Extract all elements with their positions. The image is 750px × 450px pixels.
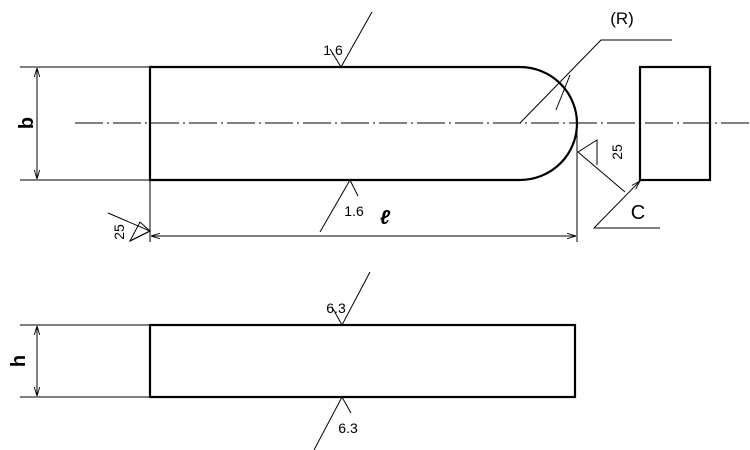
dim-label-l: ℓ	[380, 207, 391, 229]
radius-label: (R)	[610, 9, 634, 28]
roughness-side-bottom-value: 6.3	[338, 420, 358, 436]
side-view: h 6.3 6.3	[8, 271, 577, 450]
chamfer-label: C	[631, 202, 645, 224]
end-view: C	[592, 65, 712, 229]
roughness-symbol-right-end	[577, 139, 598, 165]
roughness-symbol-side-bottom	[313, 395, 352, 450]
chamfer-leader	[592, 181, 660, 229]
roughness-symbol-top	[329, 11, 373, 68]
dim-label-b: b	[16, 117, 38, 129]
key-outline-side	[148, 323, 577, 399]
dim-label-h: h	[8, 355, 30, 367]
roughness-right-value: 25	[609, 144, 625, 160]
roughness-symbol-side-top	[331, 271, 371, 327]
roughness-top-value: 1.6	[323, 42, 343, 58]
radius-leader	[519, 39, 672, 124]
plan-view: b ℓ (R) 1.6 1.6 25 25	[16, 9, 750, 243]
roughness-side-top-value: 6.3	[326, 300, 346, 316]
key-outline-end	[638, 65, 712, 182]
roughness-left-value: 25	[111, 224, 127, 240]
roughness-triangle	[128, 221, 151, 243]
roughness-leader	[577, 151, 626, 193]
roughness-symbol-bottom	[319, 178, 359, 233]
roughness-bottom-value: 1.6	[344, 203, 364, 219]
